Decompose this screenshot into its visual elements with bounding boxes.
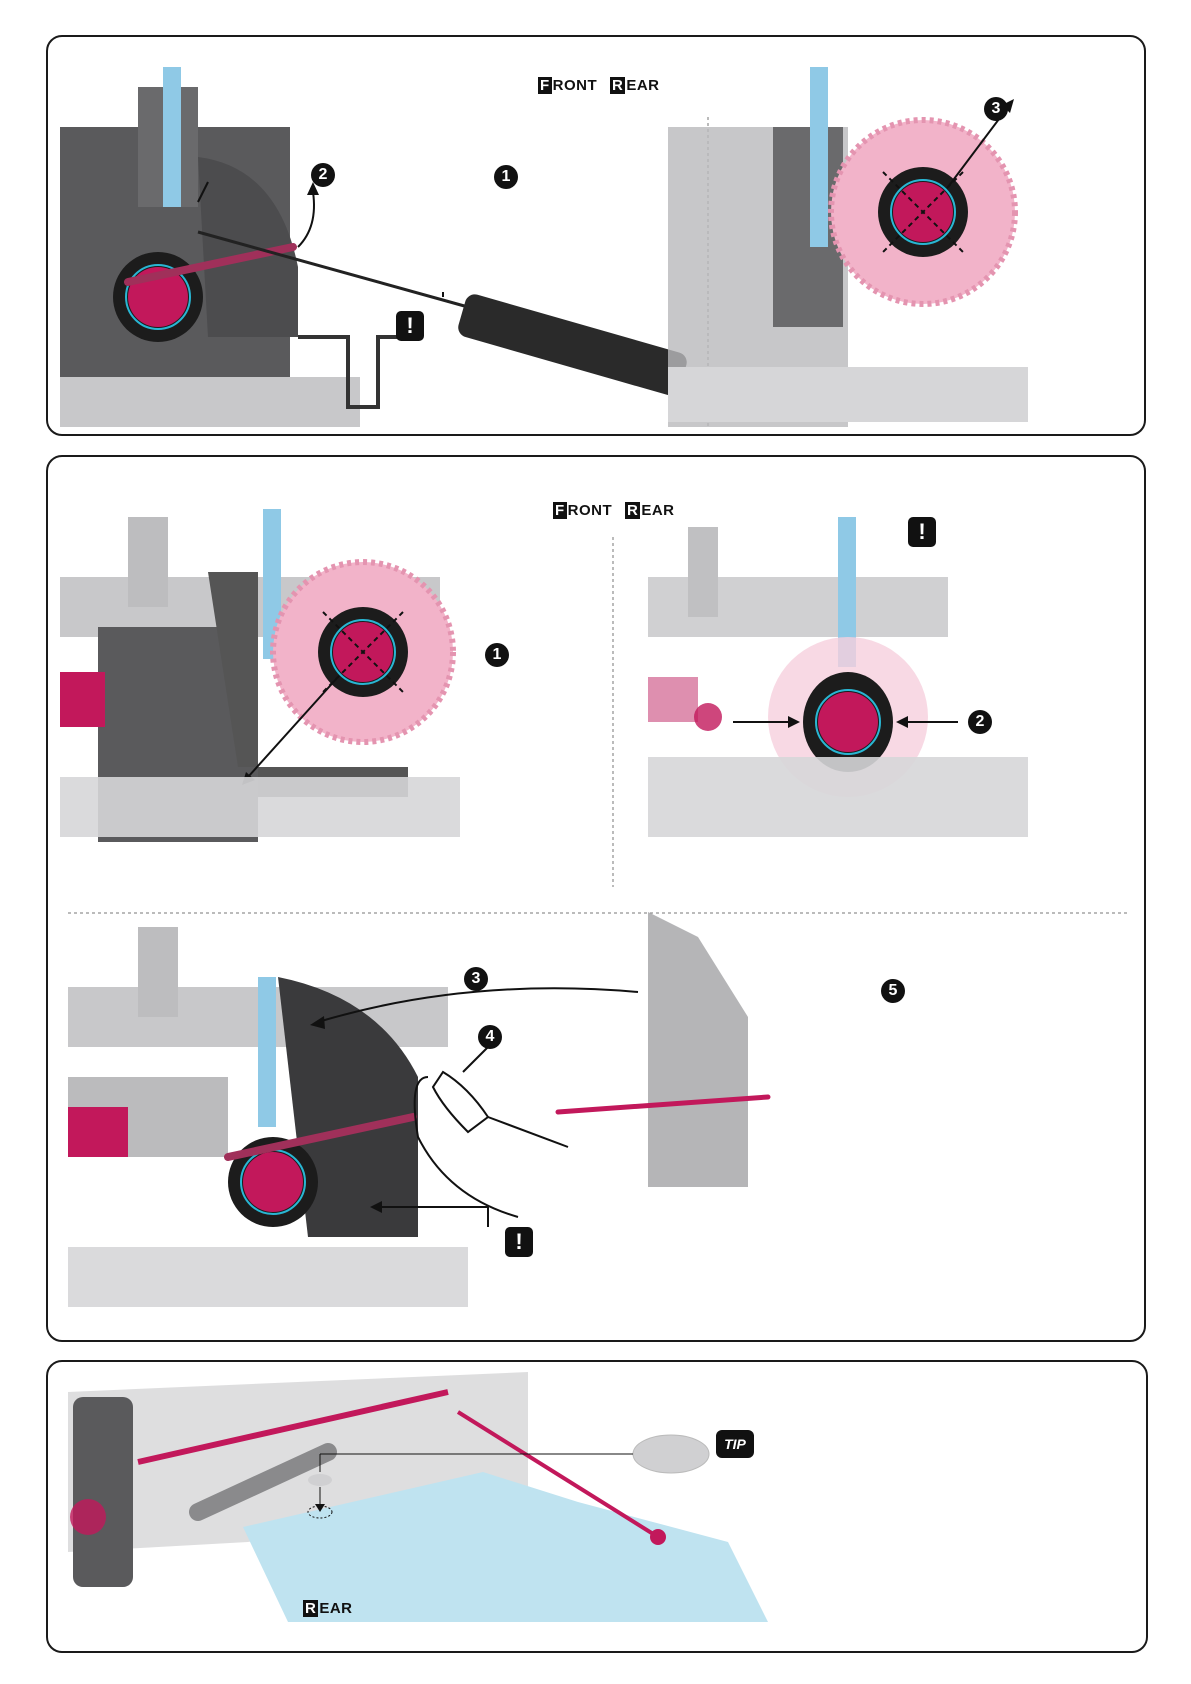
pad-disc-large: [633, 1435, 709, 1473]
step-4-marker: 4: [478, 1025, 502, 1049]
step-3-marker: 3: [464, 967, 488, 991]
panel3-illustration: [48, 1362, 1148, 1653]
step-3-marker: 3: [984, 97, 1008, 121]
step-2-marker: 2: [311, 163, 335, 187]
rear-bulkhead: [73, 1397, 133, 1587]
step-1-marker: 1: [494, 165, 518, 189]
warning-icon-bottom: !: [505, 1227, 533, 1257]
step-5-marker: 5: [881, 979, 905, 1003]
panel2-illustration: [48, 457, 1146, 1342]
blue-tool: [163, 67, 181, 207]
warning-icon: !: [396, 311, 424, 341]
step-1-marker: 1: [485, 643, 509, 667]
gearbox-cover-loose: [648, 912, 748, 1187]
tip-badge: TIP: [716, 1430, 754, 1458]
warning-icon-top: !: [908, 517, 936, 547]
pad-disc-small: [308, 1474, 332, 1486]
step-2-marker: 2: [968, 710, 992, 734]
hex-driver-handle: [456, 292, 689, 398]
panel1-illustration: [48, 37, 1146, 436]
